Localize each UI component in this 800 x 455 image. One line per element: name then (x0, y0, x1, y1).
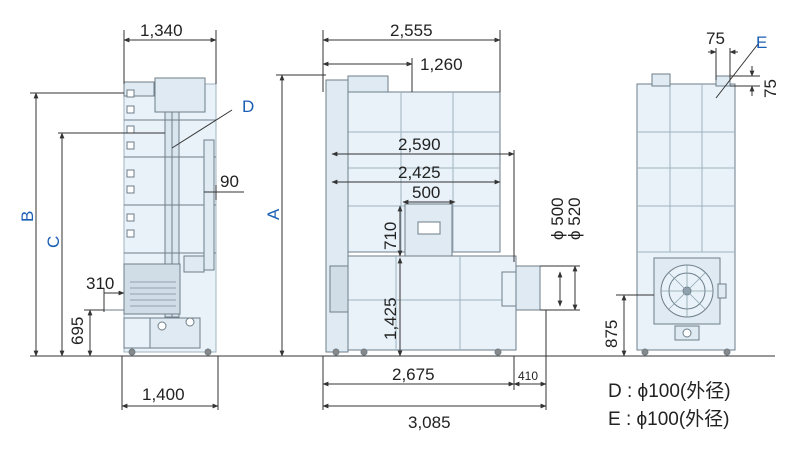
dim-side-height-695: 695 (68, 317, 87, 345)
dim-fan-diameter-500: ϕ 500 (548, 197, 567, 240)
note-e-diameter: E : ϕ100(外径) (608, 409, 730, 430)
dim-front-width-1260: 1,260 (420, 55, 463, 74)
label-a: A (264, 208, 283, 220)
label-e: E (756, 33, 767, 52)
dim-front-height-710: 710 (381, 222, 400, 250)
dim-front-bottom-410: 410 (518, 369, 538, 383)
label-b: B (18, 211, 37, 222)
dim-front-width-2590: 2,590 (398, 135, 441, 154)
dim-front-height-1425: 1,425 (381, 297, 400, 340)
dim-front-width-500: 500 (412, 183, 440, 202)
dim-fan-diameter-520: ϕ 520 (565, 197, 584, 240)
label-d: D (242, 97, 254, 116)
dim-side-top-width: 1,340 (140, 21, 183, 40)
label-c: C (44, 236, 63, 248)
dim-front-bottom-2675: 2,675 (392, 365, 435, 384)
dim-side-offset-90: 90 (220, 172, 239, 191)
dim-side-bottom-width: 1,400 (142, 385, 185, 404)
dim-front-total-3085: 3,085 (408, 413, 451, 432)
dim-rear-side-75: 75 (761, 79, 780, 98)
rear-view (636, 73, 736, 356)
dim-rear-height-875: 875 (602, 320, 621, 348)
dim-front-width-2425: 2,425 (398, 163, 441, 182)
dim-side-offset-310: 310 (86, 274, 114, 293)
dim-rear-top-75: 75 (706, 29, 725, 48)
dim-front-width-top: 2,555 (390, 21, 433, 40)
note-d-diameter: D : ϕ100(外径) (608, 381, 731, 402)
front-view (325, 75, 541, 356)
side-view (104, 77, 217, 356)
